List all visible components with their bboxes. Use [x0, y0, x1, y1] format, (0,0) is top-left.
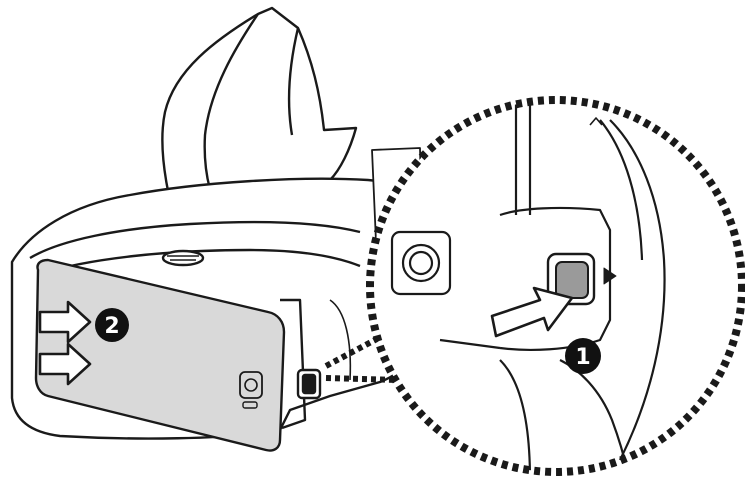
arrow-press-icon	[490, 286, 574, 338]
step-1-number: 1	[575, 345, 590, 370]
magnifier-callout	[366, 96, 745, 476]
arrow-right-icon	[38, 300, 92, 344]
callout-leader	[325, 375, 401, 383]
phone	[34, 258, 286, 452]
callout-leader-top	[324, 329, 392, 369]
step-2-badge: 2	[95, 308, 129, 342]
arrow-right-icon	[38, 342, 92, 386]
step-1-badge: 1	[565, 338, 601, 374]
step-2-number: 2	[104, 314, 119, 339]
